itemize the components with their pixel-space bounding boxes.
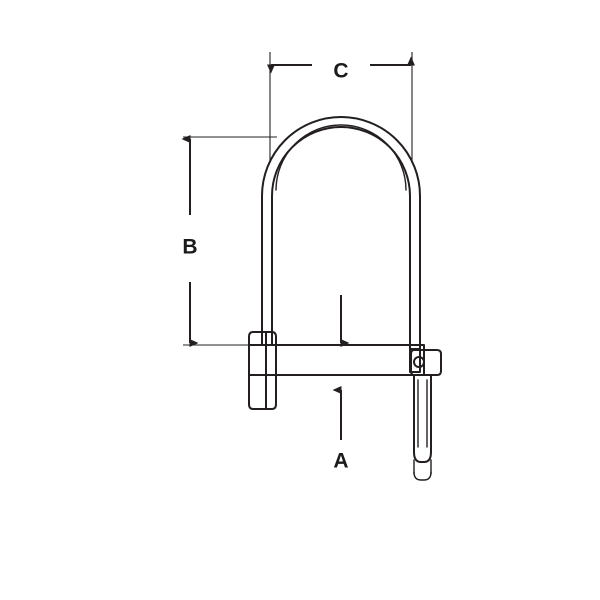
bow-inner-outline <box>271 126 411 350</box>
dimension-arrows <box>181 56 415 440</box>
pin-head-hole <box>413 356 425 368</box>
left-ear-outline <box>248 331 277 410</box>
dimension-label-c: C <box>333 60 348 83</box>
bow-inner-arc-secondary <box>275 124 407 191</box>
dimension-label-a: A <box>333 450 348 473</box>
shackle-body <box>248 116 442 481</box>
pin-tail-cap <box>413 471 432 481</box>
extension-lines <box>183 52 413 346</box>
dimension-label-b: B <box>182 236 197 259</box>
pin-tail-outline <box>413 374 432 463</box>
bow-outer-outline <box>261 116 421 350</box>
pin-head-housing <box>410 349 442 376</box>
